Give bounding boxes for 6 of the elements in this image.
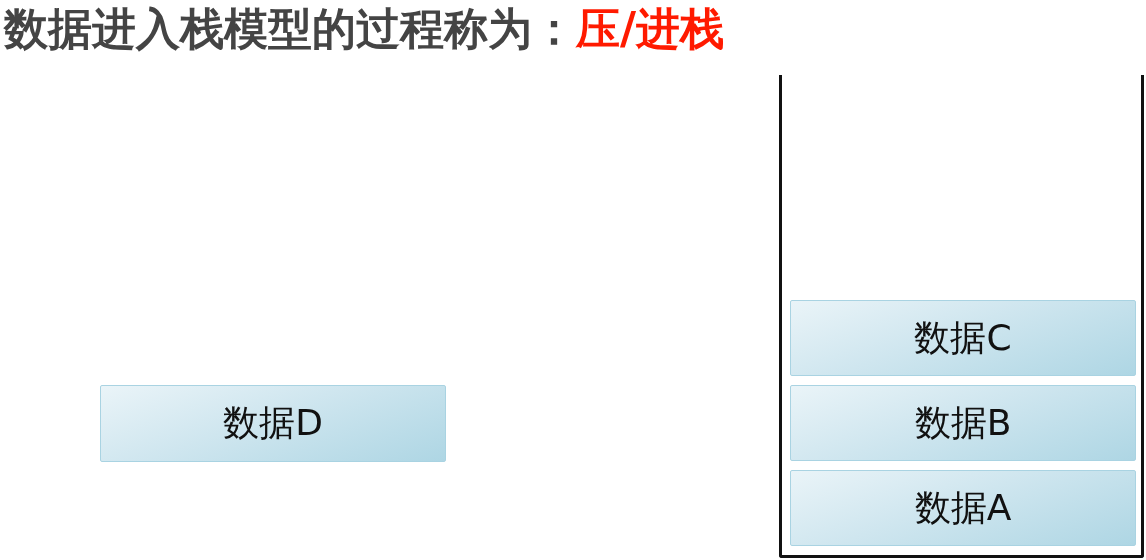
data-block: 数据A	[790, 470, 1136, 546]
data-block: 数据B	[790, 385, 1136, 461]
heading: 数据进入栈模型的过程称为：压/进栈	[4, 2, 725, 56]
stack-container	[779, 75, 1144, 558]
data-block: 数据C	[790, 300, 1136, 376]
data-block: 数据D	[100, 385, 446, 462]
